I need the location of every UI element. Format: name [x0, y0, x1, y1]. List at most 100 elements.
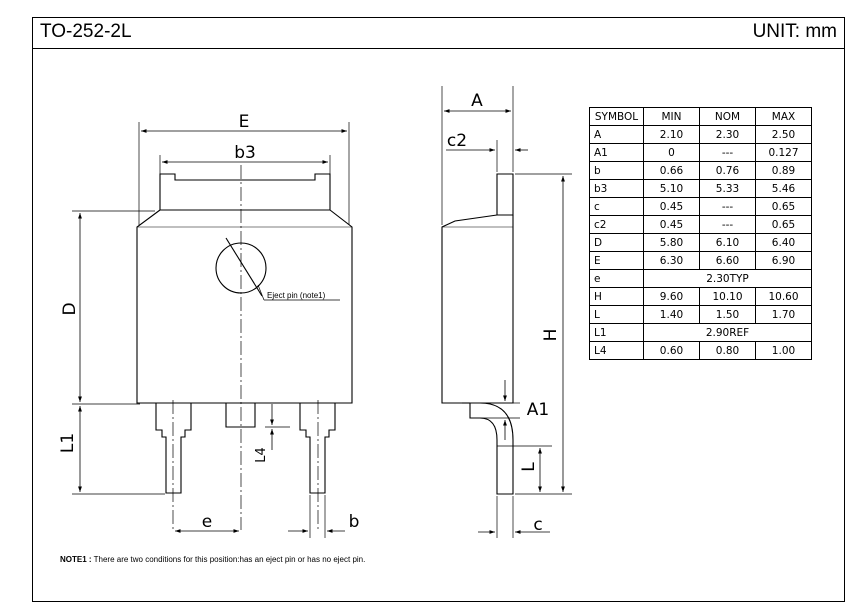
dim-E [138, 122, 350, 225]
cell-symbol: E [589, 251, 644, 270]
label-L4: L4 [254, 447, 269, 463]
cell-symbol: D [589, 233, 644, 252]
dim-L [497, 445, 552, 492]
dim-H [515, 173, 572, 495]
dim-b [288, 495, 345, 538]
label-c2: c2 [447, 131, 467, 151]
label-D: D [60, 302, 80, 315]
centerlines [172, 165, 319, 530]
dim-c2 [446, 140, 528, 172]
cell-symbol: c [589, 197, 644, 216]
cell-nom: 2.30 [699, 125, 756, 144]
cell-min: 2.10 [643, 125, 700, 144]
cell-max: 6.40 [755, 233, 812, 252]
dim-L4 [265, 404, 290, 450]
col-header: SYMBOL [589, 107, 644, 126]
eject-pin-leader [257, 284, 340, 301]
cell-nom: 6.60 [699, 251, 756, 270]
cell-min: 6.30 [643, 251, 700, 270]
cell-nom: --- [699, 215, 756, 234]
table-header-row: SYMBOL MIN NOM MAX [589, 107, 812, 126]
label-c: c [533, 515, 542, 535]
cell-min: 0.66 [643, 161, 700, 180]
label-L1: L1 [58, 433, 78, 453]
drawing-frame [32, 17, 845, 602]
eject-pin-label: Eject pin (note1) [267, 291, 326, 300]
label-b3: b3 [234, 143, 256, 163]
cell-max: 1.00 [755, 341, 812, 360]
dim-A1 [470, 380, 520, 440]
note-label: NOTE1 : [60, 555, 92, 564]
cell-symbol: L [589, 305, 644, 324]
cell-symbol: H [589, 287, 644, 306]
side-view [441, 173, 514, 495]
cell-symbol: c2 [589, 215, 644, 234]
label-E: E [239, 112, 250, 132]
label-L: L [519, 462, 539, 472]
cell-min: 0.45 [643, 197, 700, 216]
label-e: e [202, 512, 212, 532]
cell-max: 0.65 [755, 215, 812, 234]
col-header: MAX [755, 107, 812, 126]
cell-min: 5.80 [643, 233, 700, 252]
cell-nom: 0.76 [699, 161, 756, 180]
note-1: NOTE1 : There are two conditions for thi… [60, 555, 365, 564]
cell-symbol: b3 [589, 179, 644, 198]
cell-min: 0.60 [643, 341, 700, 360]
cell-span: 2.30TYP [643, 269, 812, 288]
unit-label: UNIT: mm [752, 21, 837, 42]
cell-span: 2.90REF [643, 323, 812, 342]
cell-max: 1.70 [755, 305, 812, 324]
cell-symbol: A1 [589, 143, 644, 162]
col-header: NOM [699, 107, 756, 126]
cell-min: 0 [643, 143, 700, 162]
cell-symbol: L4 [589, 341, 644, 360]
dim-L1 [72, 406, 165, 495]
dim-A [441, 86, 514, 225]
cell-max: 5.46 [755, 179, 812, 198]
cell-min: 5.10 [643, 179, 700, 198]
label-A1: A1 [527, 400, 549, 420]
dim-c [478, 496, 550, 538]
cell-nom: 10.10 [699, 287, 756, 306]
title-bar: TO-252-2L UNIT: mm [32, 17, 845, 49]
note-text: There are two conditions for this positi… [91, 555, 366, 564]
cell-nom: --- [699, 197, 756, 216]
cell-nom: --- [699, 143, 756, 162]
dim-b3 [159, 155, 331, 178]
cell-nom: 5.33 [699, 179, 756, 198]
cell-nom: 0.80 [699, 341, 756, 360]
package-title: TO-252-2L [40, 21, 132, 42]
cell-min: 9.60 [643, 287, 700, 306]
dim-D [72, 210, 155, 405]
cell-symbol: e [589, 269, 644, 288]
cell-symbol: A [589, 125, 644, 144]
cell-nom: 6.10 [699, 233, 756, 252]
col-header: MIN [643, 107, 700, 126]
label-A: A [471, 91, 483, 111]
cell-min: 1.40 [643, 305, 700, 324]
cell-nom: 1.50 [699, 305, 756, 324]
cell-max: 0.65 [755, 197, 812, 216]
cell-symbol: L1 [589, 323, 644, 342]
cell-max: 6.90 [755, 251, 812, 270]
label-H: H [541, 329, 561, 342]
front-view [136, 173, 353, 494]
cell-max: 0.89 [755, 161, 812, 180]
cell-max: 0.127 [755, 143, 812, 162]
cell-max: 10.60 [755, 287, 812, 306]
